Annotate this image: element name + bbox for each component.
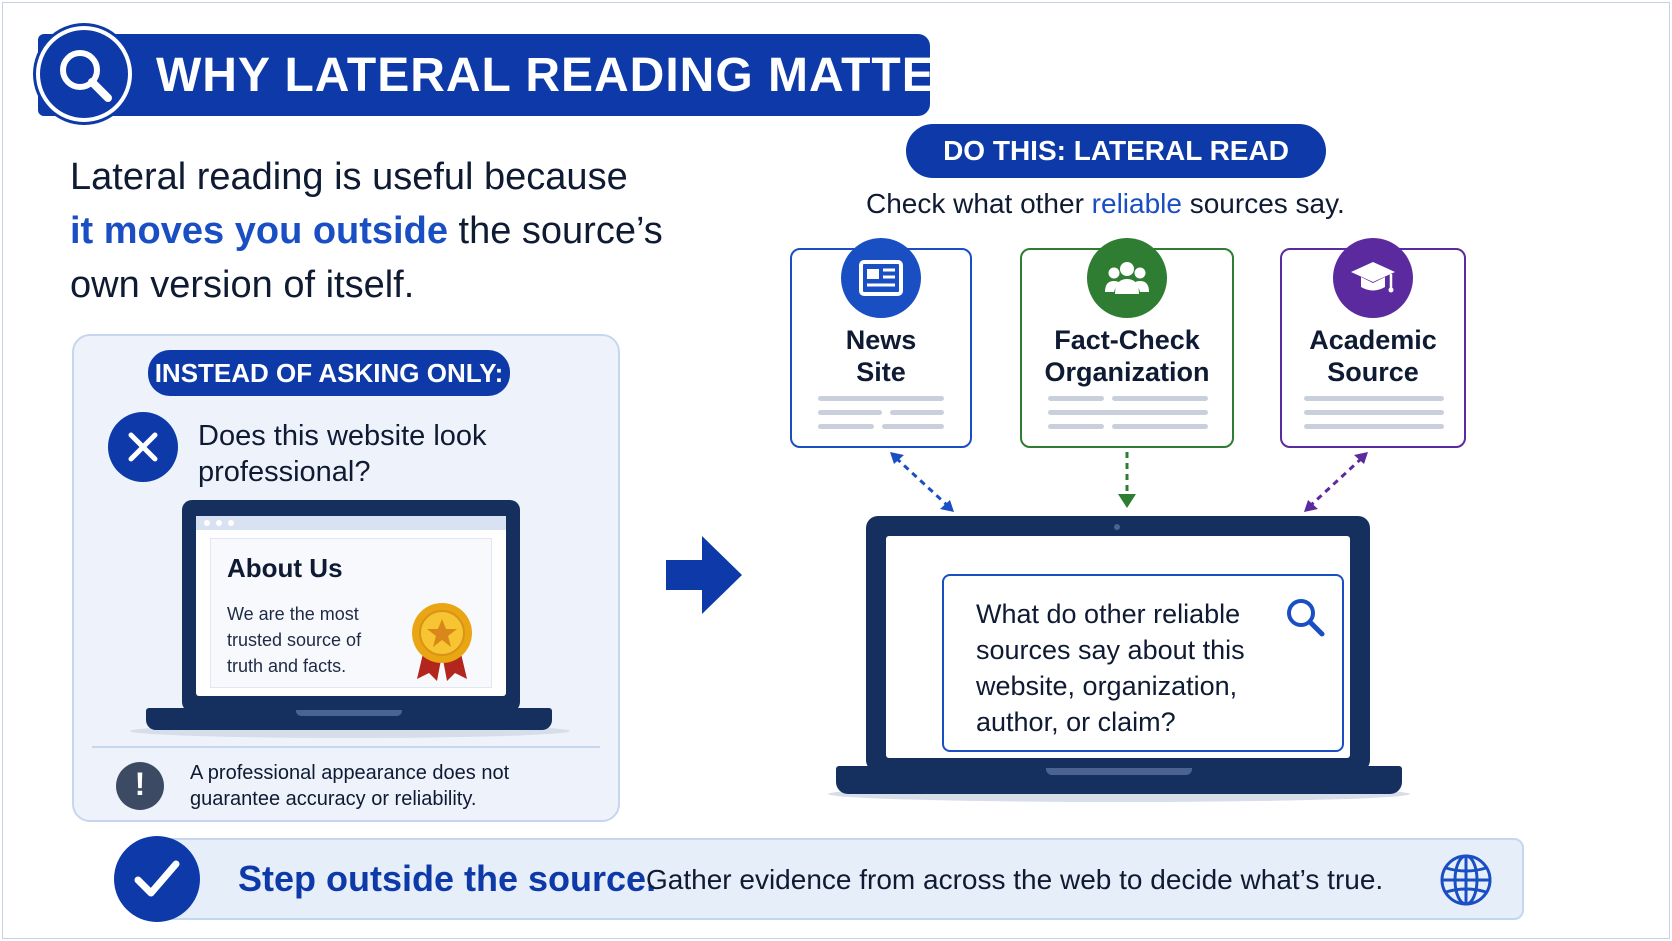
text-line: [1304, 410, 1444, 415]
graduation-cap-icon: [1351, 262, 1395, 293]
browser-dot: [204, 520, 210, 526]
source-label-line: Source: [1327, 357, 1419, 387]
text-line: [882, 424, 944, 429]
people-group-icon: [1105, 262, 1149, 294]
academic-badge: [1333, 238, 1413, 318]
dashed-arrow-academic: [1304, 452, 1368, 512]
intro-line-1: Lateral reading is useful because: [70, 156, 628, 198]
text-line: [1304, 396, 1444, 401]
laptop-notch: [1046, 768, 1192, 775]
about-us-card: About Us We are the most trusted source …: [210, 538, 492, 688]
text-line: [1112, 396, 1208, 401]
check-suffix: sources say.: [1189, 188, 1345, 219]
source-label-line: Academic: [1309, 325, 1437, 355]
professional-question: Does this website look professional?: [198, 420, 487, 488]
text-line: [818, 410, 882, 415]
browser-dot: [228, 520, 234, 526]
browser-bar: [196, 516, 506, 530]
exclamation-icon: !: [134, 766, 146, 802]
dashed-arrow-fact-check: [1118, 452, 1136, 508]
text-line: [890, 410, 944, 415]
source-label-line: Site: [856, 357, 906, 387]
instead-pill: INSTEAD OF ASKING ONLY:: [148, 350, 510, 396]
about-us-title: About Us: [227, 553, 343, 583]
title-banner: WHY LATERAL READING MATTERS: [38, 34, 1002, 116]
intro-line-3: own version of itself.: [70, 264, 415, 306]
x-badge: [108, 412, 178, 482]
warning-badge: !: [116, 762, 164, 810]
laptop-search-base: [836, 766, 1402, 794]
dashed-arrow-news: [890, 452, 954, 512]
search-query-text: What do other reliable sources say about…: [976, 599, 1245, 737]
text-line: [1048, 396, 1104, 401]
source-label-line: News: [845, 325, 917, 355]
magnifier-badge: [36, 26, 132, 122]
footer-text: Gather evidence from across the web to d…: [646, 864, 1384, 895]
search-icon: [1287, 599, 1325, 637]
footer-headline: Step outside the source.: [238, 858, 657, 899]
search-query-box: What do other reliable sources say about…: [942, 574, 1344, 752]
check-sources-text: Check what other reliable sources say.: [866, 188, 1345, 220]
lateral-read-pill: DO THIS: LATERAL READ: [906, 124, 1326, 178]
text-line: [818, 424, 874, 429]
fact-check-badge: [1087, 238, 1167, 318]
text-line: [818, 396, 944, 401]
intro-line-2-rest: the source’s: [458, 210, 663, 252]
laptop-search: What do other reliable sources say about…: [866, 516, 1370, 772]
text-line: [1112, 424, 1208, 429]
check-prefix: Check what other: [866, 188, 1084, 219]
laptop-search-screen: What do other reliable sources say about…: [886, 536, 1350, 758]
browser-dot: [216, 520, 222, 526]
newspaper-icon: [859, 260, 903, 296]
intro-text: Lateral reading is useful because it mov…: [70, 150, 670, 312]
right-arrow-icon: [666, 536, 742, 614]
magnifier-icon: [60, 50, 112, 102]
footer-banner: [164, 838, 1524, 920]
close-icon: [128, 432, 158, 462]
page-title: WHY LATERAL READING MATTERS: [156, 49, 1004, 102]
check-highlight: reliable: [1091, 188, 1182, 219]
checkmark-icon: [134, 860, 180, 897]
text-line: [1048, 424, 1104, 429]
source-label: Academic Source: [1282, 324, 1464, 388]
check-badge: [114, 836, 200, 922]
laptop-website: About Us We are the most trusted source …: [182, 500, 520, 712]
laptop-website-base: [146, 708, 552, 730]
laptop-website-screen: About Us We are the most trusted source …: [196, 516, 506, 696]
about-us-body: We are the most trusted source of truth …: [227, 604, 362, 676]
globe-icon: [1440, 854, 1492, 906]
text-line: [1304, 424, 1444, 429]
intro-highlight: it moves you outside: [70, 210, 448, 252]
source-label: News Site: [792, 324, 970, 388]
source-label-line: Organization: [1044, 357, 1210, 387]
text-line: [1048, 410, 1208, 415]
news-badge: [841, 238, 921, 318]
laptop-notch: [296, 710, 402, 716]
source-label-line: Fact-Check: [1054, 325, 1200, 355]
source-label: Fact-Check Organization: [1022, 324, 1232, 388]
panel-divider: [92, 746, 600, 748]
laptop-camera: [1114, 524, 1120, 530]
intro-line-2: it moves you outside the source’s: [70, 204, 670, 258]
warning-text: A professional appearance does not guara…: [190, 762, 510, 810]
award-medal-icon: [412, 603, 472, 681]
